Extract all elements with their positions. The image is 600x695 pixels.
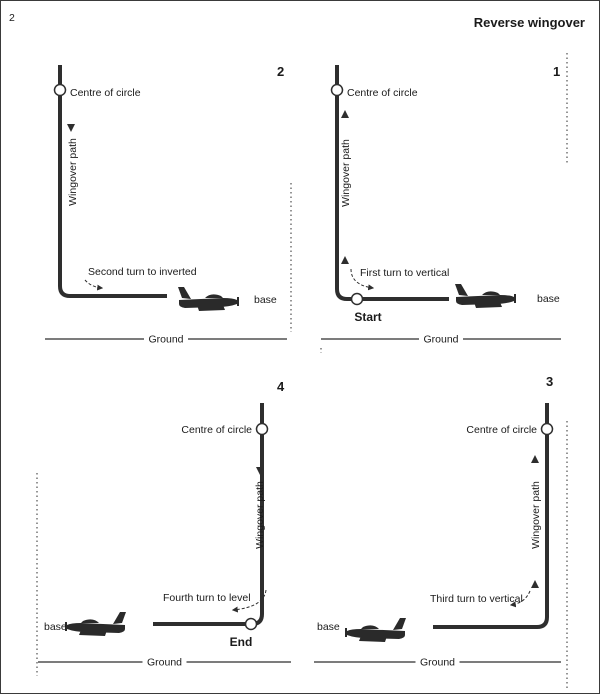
ground-label: Ground [147,657,182,669]
panel-number: 4 [277,379,285,394]
centre-of-circle-label: Centre of circle [347,87,418,99]
turn-direction-arrow [509,590,531,608]
wingover-path-line [153,403,264,626]
start-label: Start [354,310,381,324]
wingover-path-label: Wingover path [254,481,266,549]
wingover-path-label: Wingover path [530,481,542,549]
direction-arrow-icon [341,256,349,264]
base-label: base [254,294,277,306]
base-label: base [317,621,340,633]
plane-shape [345,618,406,642]
panel-number: 3 [546,374,553,389]
plane-silhouette-icon [455,284,516,308]
wingover-path-line [58,65,167,298]
end-label: End [230,635,253,649]
figure-number: 2 [9,12,15,24]
plane-shape [178,287,239,311]
base-label: base [44,621,67,633]
direction-arrow-icon [67,124,75,132]
centre-of-circle-marker [255,422,269,436]
turn-label: Second turn to inverted [88,266,197,278]
wingover-path-label: Wingover path [67,138,79,206]
direction-arrow-icon [256,467,264,475]
turn-label: Third turn to vertical [430,593,523,605]
panel-number: 1 [553,64,560,79]
start-point-marker [350,292,364,306]
turn-label: Fourth turn to level [163,592,251,604]
turn-direction-arrow [231,589,267,613]
centre-of-circle-marker [330,83,344,97]
ground-label: Ground [420,657,455,669]
centre-of-circle-marker [540,422,554,436]
wingover-path-label: Wingover path [340,139,352,207]
base-label: base [537,293,560,305]
ground-label: Ground [423,334,458,346]
turn-direction-arrow [84,279,104,291]
plane-silhouette-icon [65,612,126,636]
centre-of-circle-label: Centre of circle [70,87,141,99]
wingover-path-line [433,403,549,629]
plane-shape [65,612,126,636]
turn-direction-arrow [350,268,375,291]
panel-number: 2 [277,64,284,79]
plane-shape [455,284,516,308]
turn-label: First turn to vertical [360,267,449,279]
centre-of-circle-label: Centre of circle [181,424,252,436]
direction-arrow-icon [531,580,539,588]
plane-silhouette-icon [178,287,239,311]
ground-label: Ground [148,334,183,346]
figure-title: Reverse wingover [474,15,585,30]
plane-silhouette-icon [345,618,406,642]
direction-arrow-icon [531,455,539,463]
end-point-marker [244,617,258,631]
direction-arrow-icon [341,110,349,118]
centre-of-circle-marker [53,83,67,97]
centre-of-circle-label: Centre of circle [466,424,537,436]
wingover-path-line [335,65,449,301]
